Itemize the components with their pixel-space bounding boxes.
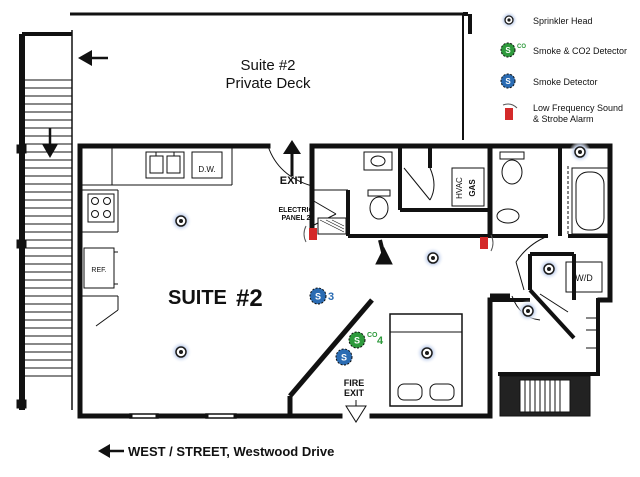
svg-text:S: S: [505, 77, 511, 86]
left-arrow-icon: [78, 50, 108, 66]
suite-walls: [77, 143, 613, 419]
gas-label: GAS: [468, 179, 477, 197]
bathroom-1: [309, 146, 493, 240]
legend-alarm-label-2: & Strobe Alarm: [533, 114, 594, 124]
sprinkler-head-icon: [170, 210, 192, 232]
private-deck: [70, 12, 472, 140]
smoke-detector-icon: S: [335, 348, 353, 366]
legend-smoke-label: Smoke Detector: [533, 77, 598, 87]
smoke-co2-detector-4-label: 4: [377, 335, 384, 347]
bay-window: [499, 375, 591, 417]
suite-title: SUITE: [168, 287, 227, 309]
legend-sprinkler-icon: [500, 11, 518, 29]
legend-co-superscript: CO: [517, 44, 526, 50]
exit-label: EXIT: [280, 175, 305, 187]
fire-exit-label-2: EXIT: [344, 388, 365, 398]
electric-panel-label: ELECTRIC: [279, 207, 314, 214]
laundry-area: [528, 234, 610, 349]
smoke-co2-detector-icon: S: [348, 331, 366, 349]
legend: Sprinkler Head S CO Smoke & CO2 Detector…: [500, 11, 627, 124]
sprinkler-head-icon: [517, 300, 539, 322]
deck-subtitle: Private Deck: [225, 75, 311, 92]
sprinkler-head-icon: [569, 141, 591, 163]
legend-smoke-co2-label: Smoke & CO2 Detector: [533, 46, 627, 56]
smoke-detector-icon: S: [309, 287, 327, 305]
legend-smoke-icon: S: [500, 73, 516, 89]
strobe-alarm-icon: [480, 234, 494, 252]
street-arrow-icon: [98, 444, 124, 458]
deck-title: Suite #2: [240, 57, 295, 74]
suite-number: #2: [236, 285, 263, 312]
bathroom-2: [490, 148, 609, 263]
washer-dryer-label: W/D: [575, 273, 593, 283]
sprinkler-head-icon: [422, 247, 444, 269]
legend-alarm-icon: [502, 103, 518, 120]
exterior-stairs: [16, 30, 73, 410]
kitchen: [82, 148, 233, 327]
legend-smoke-co2-icon: S: [500, 42, 516, 58]
bedroom-walls: [287, 239, 541, 416]
co-superscript: CO: [367, 332, 378, 339]
hvac-label: HVAC: [455, 177, 464, 199]
down-arrow-icon: [42, 128, 58, 158]
fire-exit-label: FIRE: [344, 378, 365, 388]
left-window: [77, 320, 83, 396]
fire-exit-arrow-icon: [345, 400, 367, 423]
legend-sprinkler-label: Sprinkler Head: [533, 16, 593, 26]
electric-panel: [317, 217, 347, 235]
sprinkler-head-icon: [416, 342, 438, 364]
sprinkler-head-icon: [538, 258, 560, 280]
strobe-alarm-icon: [303, 225, 317, 243]
fridge-label: REF.: [91, 267, 106, 274]
smoke-detector-3-label: 3: [328, 291, 334, 303]
up-arrow-icon: [283, 140, 301, 176]
svg-text:S: S: [505, 46, 511, 55]
svg-text:S: S: [315, 292, 321, 302]
svg-text:S: S: [354, 336, 360, 346]
sprinkler-head-icon: [170, 341, 192, 363]
street-label: WEST / STREET, Westwood Drive: [128, 444, 334, 459]
dishwasher-label: D.W.: [198, 165, 215, 174]
svg-text:S: S: [341, 353, 347, 363]
electric-panel-label-2: PANEL 2: [282, 215, 311, 222]
legend-alarm-label-1: Low Frequency Sound: [533, 103, 623, 113]
